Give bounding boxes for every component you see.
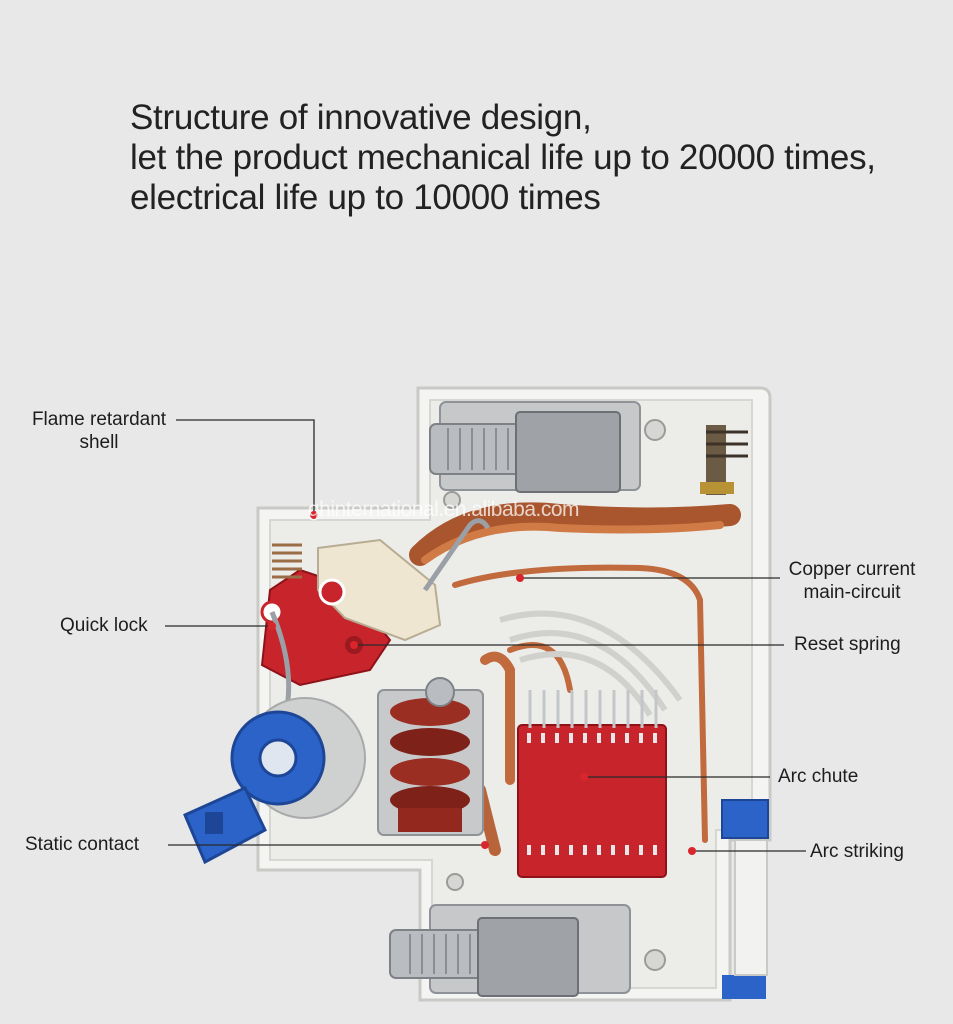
label-copper-line-1: Copper current (788, 559, 916, 580)
label-quick-lock: Quick lock (60, 615, 148, 636)
right-clip (721, 799, 769, 999)
dot-arc-chute (580, 773, 588, 781)
upper-terminal (429, 401, 666, 509)
top-spring-detail (700, 425, 748, 495)
label-flame-line-1: Flame retardant (31, 409, 167, 430)
label-reset-spring: Reset spring (794, 634, 901, 655)
label-flame-line-2: shell (79, 432, 119, 453)
headline: Structure of innovative design, let the … (130, 98, 876, 218)
leader-lines (165, 419, 806, 852)
label-copper-current-main-circuit: Copper current main-circuit (778, 558, 926, 604)
label-arc-chute: Arc chute (778, 766, 859, 787)
leader-dots (268, 511, 696, 855)
dot-quick-lock (268, 622, 276, 630)
dot-copper-current (516, 574, 524, 582)
lower-terminal (389, 873, 666, 997)
label-arc-striking: Arc striking (810, 841, 904, 862)
dot-arc-striking (688, 847, 696, 855)
watermark: ghinternational.en.alibaba.com (308, 498, 580, 521)
label-static-contact: Static contact (25, 834, 140, 855)
label-flame-retardant-shell: Flame retardant shell (20, 408, 178, 454)
headline-line-2: let the product mechanical life up to 20… (130, 138, 876, 177)
label-copper-line-2: main-circuit (803, 582, 901, 603)
magnetic-coil (377, 677, 484, 836)
blue-handle (183, 697, 366, 865)
dot-static-contact (481, 841, 489, 849)
leader-flame-retardant (176, 419, 315, 515)
headline-line-3: electrical life up to 10000 times (130, 178, 601, 217)
left-spring (272, 543, 302, 579)
dot-flame-retardant (310, 511, 318, 519)
arc-guides (499, 610, 683, 717)
quick-lock-mechanism (248, 518, 491, 762)
headline-line-1: Structure of innovative design, (130, 98, 592, 137)
arc-chute (517, 690, 667, 878)
dot-reset-spring (350, 641, 358, 649)
